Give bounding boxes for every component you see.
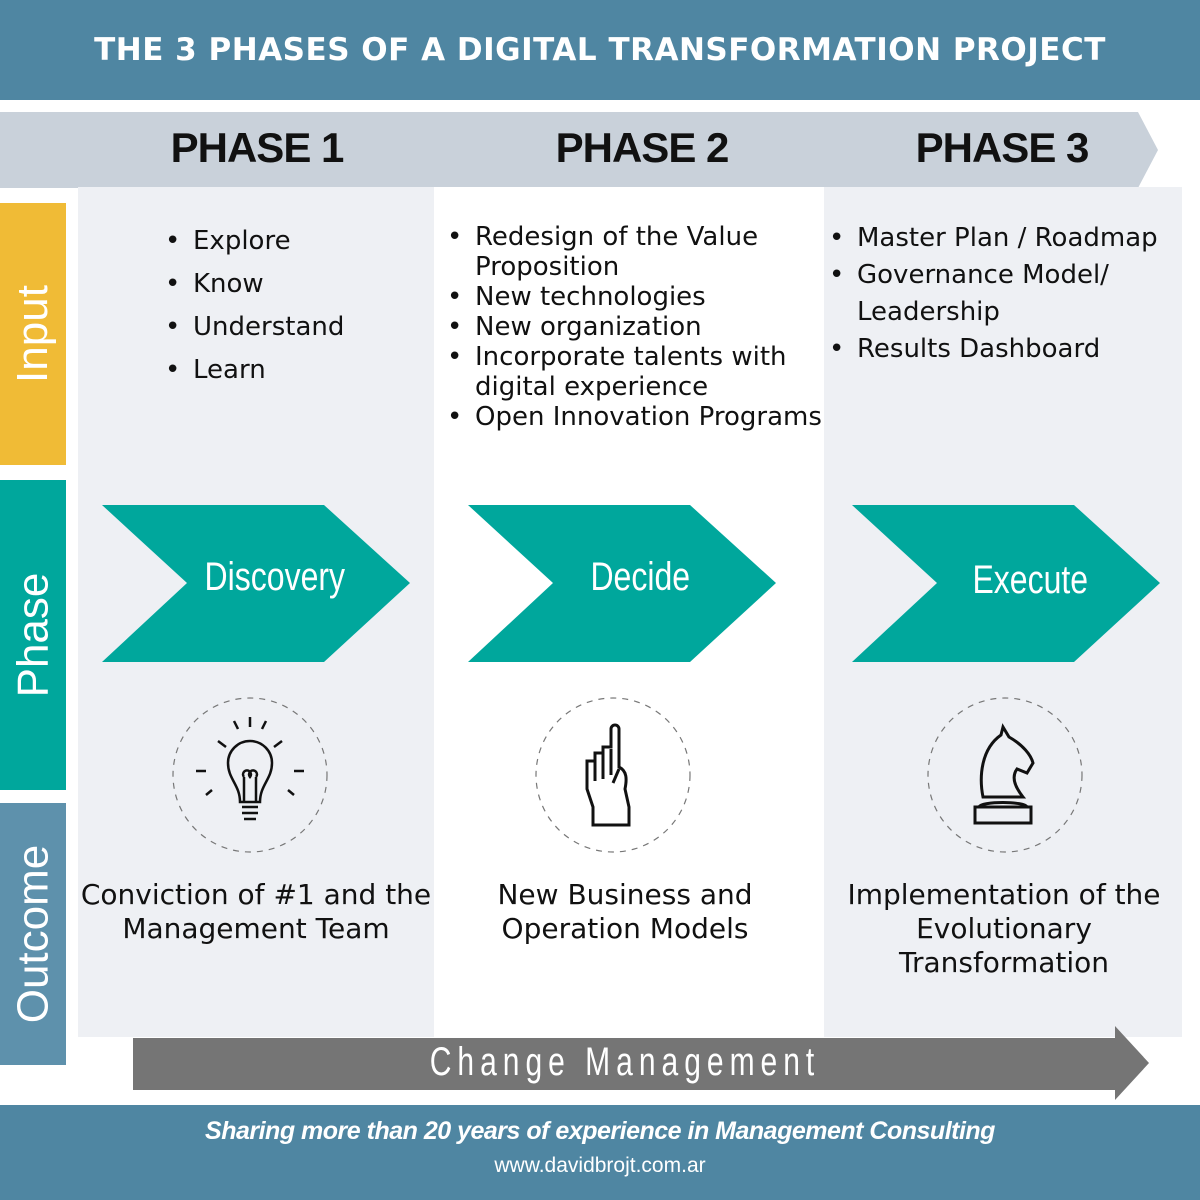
- phase-3-outcome: Implementation of the Evolutionary Trans…: [847, 878, 1161, 979]
- phase-2-title: PHASE 2: [555, 124, 730, 171]
- input-item: New organization: [447, 312, 822, 342]
- footer-tagline: Sharing more than 20 years of experience…: [205, 1117, 995, 1145]
- phase-3-title: PHASE 3: [915, 124, 1090, 171]
- phase-1-inputs: Explore Know Understand Learn: [165, 220, 344, 392]
- phase-1-title: PHASE 1: [170, 124, 345, 171]
- phase-2-inputs: Redesign of the Value Proposition New te…: [447, 222, 822, 432]
- input-item: New technologies: [447, 282, 822, 312]
- discovery-chevron: [102, 505, 410, 662]
- phase-3-inputs: Master Plan / Roadmap Governance Model/ …: [829, 220, 1159, 368]
- raised-finger-hand-icon: [535, 697, 691, 853]
- execute-chevron: [852, 505, 1160, 662]
- footer-url[interactable]: www.davidbrojt.com.ar: [494, 1154, 706, 1177]
- input-item: Understand: [165, 306, 344, 349]
- outcome-row-label: Outcome: [0, 803, 66, 1065]
- input-item: Know: [165, 263, 344, 306]
- change-management-label: Change Management: [429, 1040, 821, 1084]
- lightbulb-icon: [172, 697, 328, 853]
- discovery-label: Discovery: [204, 555, 346, 599]
- input-item: Learn: [165, 349, 344, 392]
- input-item: Governance Model/ Leadership: [829, 257, 1159, 331]
- input-item: Explore: [165, 220, 344, 263]
- phase-row-label: Phase: [0, 480, 66, 790]
- input-item: Redesign of the Value Proposition: [447, 222, 822, 282]
- input-item: Results Dashboard: [829, 331, 1159, 368]
- input-item: Incorporate talents with digital experie…: [447, 342, 822, 402]
- footer: Sharing more than 20 years of experience…: [0, 1105, 1200, 1200]
- chess-knight-icon: [927, 697, 1083, 853]
- decide-label: Decide: [590, 555, 690, 599]
- decide-chevron: [468, 505, 776, 662]
- title-bar: THE 3 PHASES OF A DIGITAL TRANSFORMATION…: [0, 0, 1200, 100]
- change-management-arrow: [133, 1026, 1149, 1100]
- phase-2-outcome: New Business and Operation Models: [497, 878, 753, 945]
- phase-1-outcome: Conviction of #1 and the Management Team: [80, 878, 432, 945]
- input-item: Open Innovation Programs: [447, 402, 822, 432]
- input-item: Master Plan / Roadmap: [829, 220, 1159, 257]
- phase-header-band: [0, 112, 1158, 188]
- page-title: THE 3 PHASES OF A DIGITAL TRANSFORMATION…: [94, 32, 1106, 68]
- execute-label: Execute: [972, 558, 1088, 602]
- input-row-label: Input: [0, 203, 66, 465]
